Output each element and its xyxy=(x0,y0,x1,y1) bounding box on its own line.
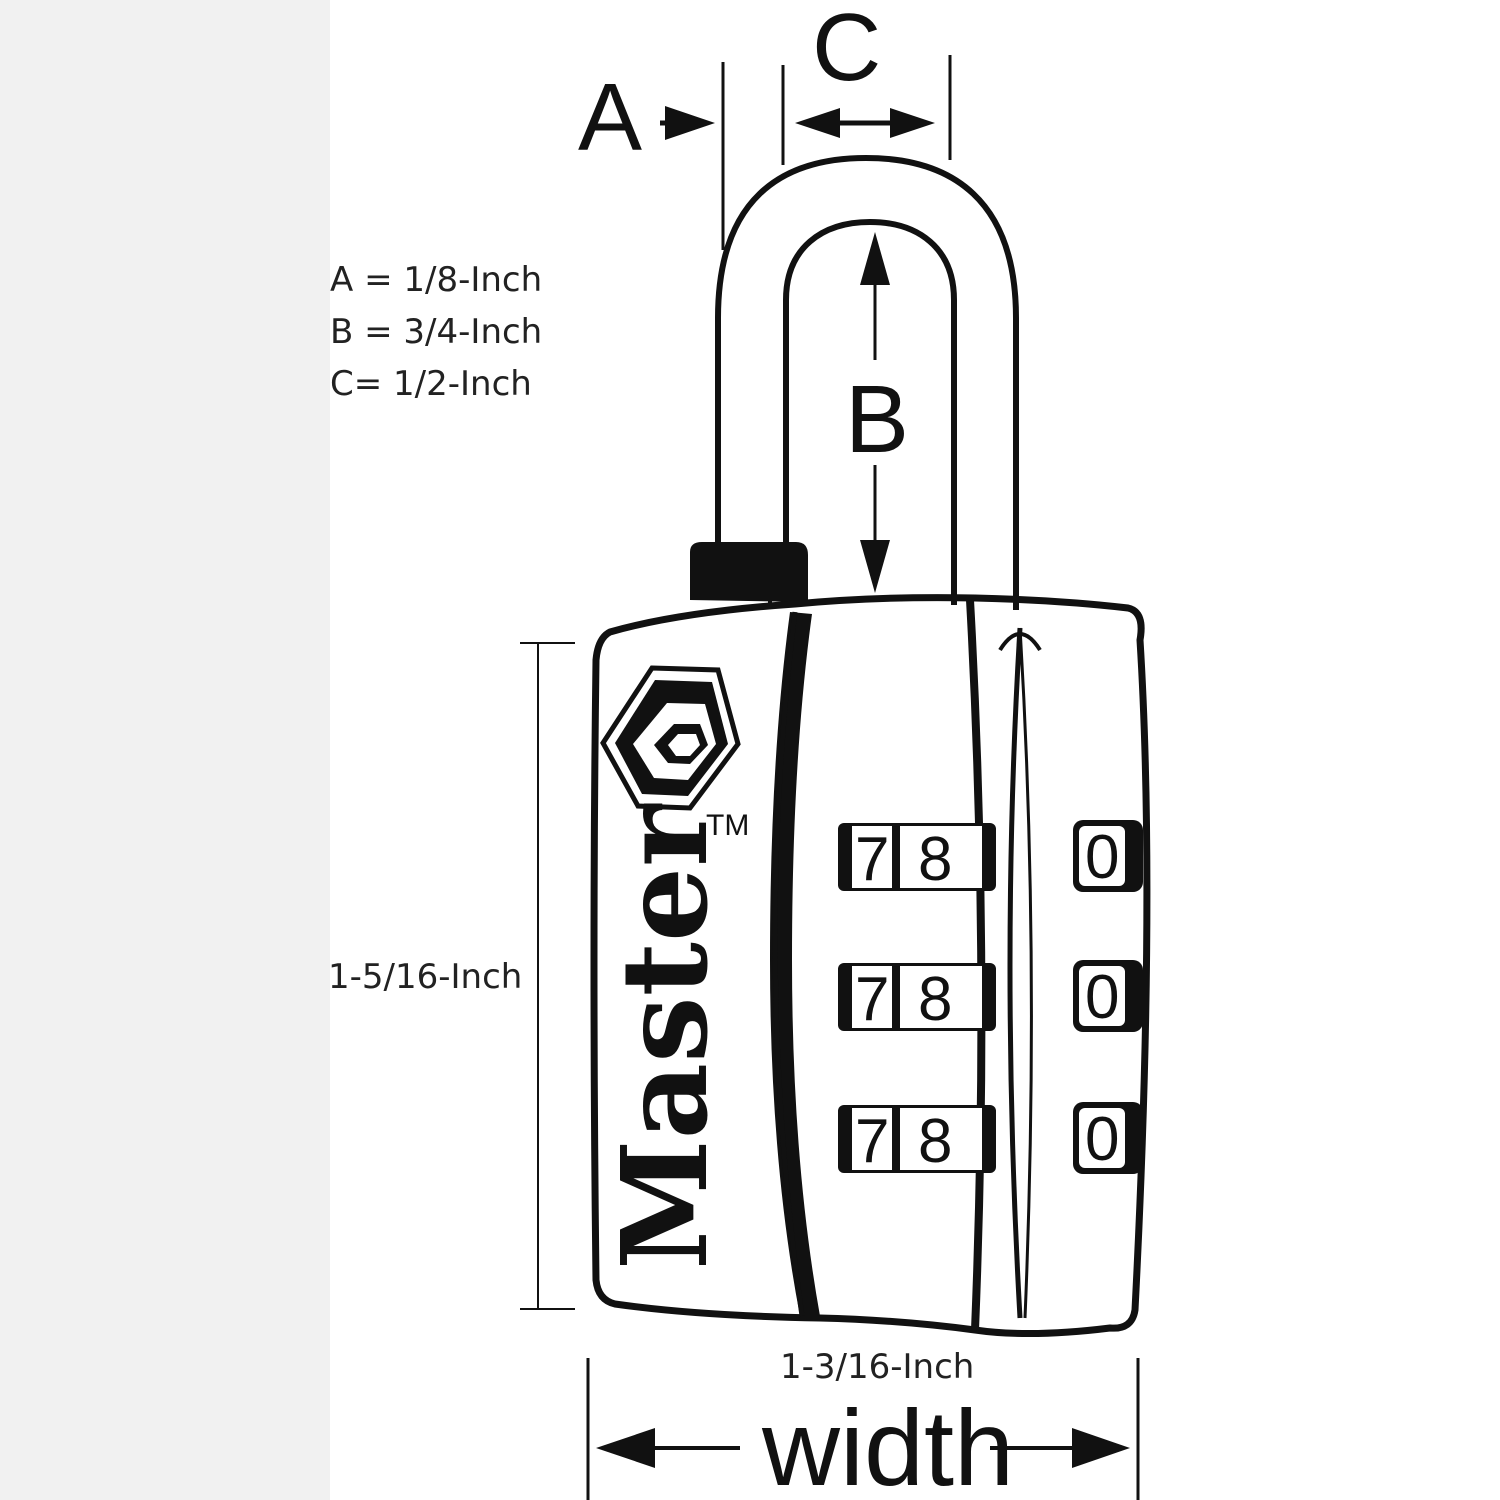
background-band xyxy=(0,0,330,1500)
width-word: width xyxy=(761,1387,1014,1500)
body-right-slot xyxy=(1007,627,1023,1319)
dimension-a-arrow xyxy=(660,106,715,140)
dial-1-digit-left: 7 xyxy=(855,825,889,894)
legend-item-c: C= 1/2-Inch xyxy=(330,364,532,404)
width-arrow-left xyxy=(596,1428,740,1468)
dimension-a-label: A xyxy=(578,64,642,171)
dial-3-digit-right: 0 xyxy=(1085,1105,1119,1174)
dimension-b-label: B xyxy=(845,366,909,473)
dial-1-digit-right: 0 xyxy=(1085,823,1119,892)
dial-3-digit-left: 7 xyxy=(855,1107,889,1176)
dial-row-1[interactable]: 7 8 0 xyxy=(838,820,1143,894)
body-outline xyxy=(590,594,1151,1338)
dial-2-digit-left: 7 xyxy=(855,965,889,1034)
legend-item-b: B = 3/4-Inch xyxy=(330,312,542,352)
width-arrow-right xyxy=(990,1428,1130,1468)
dial-row-2[interactable]: 7 8 0 xyxy=(838,960,1143,1034)
dial-2-digit-middle: 8 xyxy=(918,965,952,1034)
height-label: 1-5/16-Inch xyxy=(328,957,522,997)
shackle-outer xyxy=(715,154,1019,610)
lock-body xyxy=(590,542,1151,1338)
brand-name: Master xyxy=(595,803,734,1270)
legend-item-a: A = 1/8-Inch xyxy=(330,260,542,300)
dial-3-digit-middle: 8 xyxy=(918,1107,952,1176)
dimension-c-arrow xyxy=(795,108,935,138)
shackle-collar xyxy=(690,542,808,602)
width-label: 1-3/16-Inch xyxy=(780,1347,974,1387)
master-logo-icon xyxy=(600,665,741,811)
body-divider xyxy=(966,599,986,1331)
dial-2-digit-right: 0 xyxy=(1085,963,1119,1032)
dimension-c-label: C xyxy=(812,0,881,101)
dimension-b-arrow xyxy=(860,232,890,593)
dial-1-digit-middle: 8 xyxy=(918,825,952,894)
trademark-mark: TM xyxy=(706,809,749,842)
shackle-inner xyxy=(783,218,957,605)
dial-row-3[interactable]: 7 8 0 xyxy=(838,1102,1143,1176)
